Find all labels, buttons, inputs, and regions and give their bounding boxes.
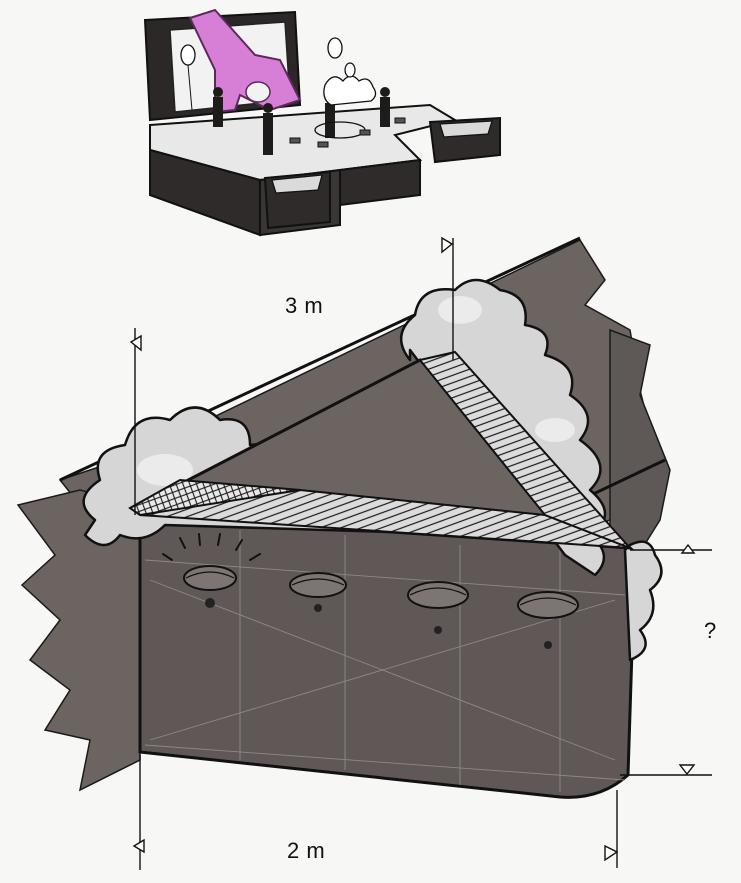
bottom-dimension-label: 2 m — [287, 838, 326, 863]
triangle-arrow-icon — [129, 236, 696, 862]
oval-pendant-light-icon — [183, 565, 237, 608]
stage-preview-sketch — [143, 8, 501, 237]
oval-pendant-light-icon — [407, 581, 469, 634]
top-dimension-label: 3 m — [285, 293, 324, 318]
truss-frame — [128, 350, 635, 550]
oval-pendant-light-icon — [517, 591, 579, 649]
right-jagged-wall — [609, 328, 671, 562]
ceiling-lights — [162, 533, 579, 649]
main-venue-sketch — [16, 236, 712, 870]
slice-front-face — [138, 513, 638, 799]
oval-pendant-light-icon — [289, 572, 347, 612]
dimension-lines — [134, 238, 712, 870]
height-dimension-label: ? — [704, 618, 717, 643]
truss-right-hatch — [418, 350, 631, 549]
